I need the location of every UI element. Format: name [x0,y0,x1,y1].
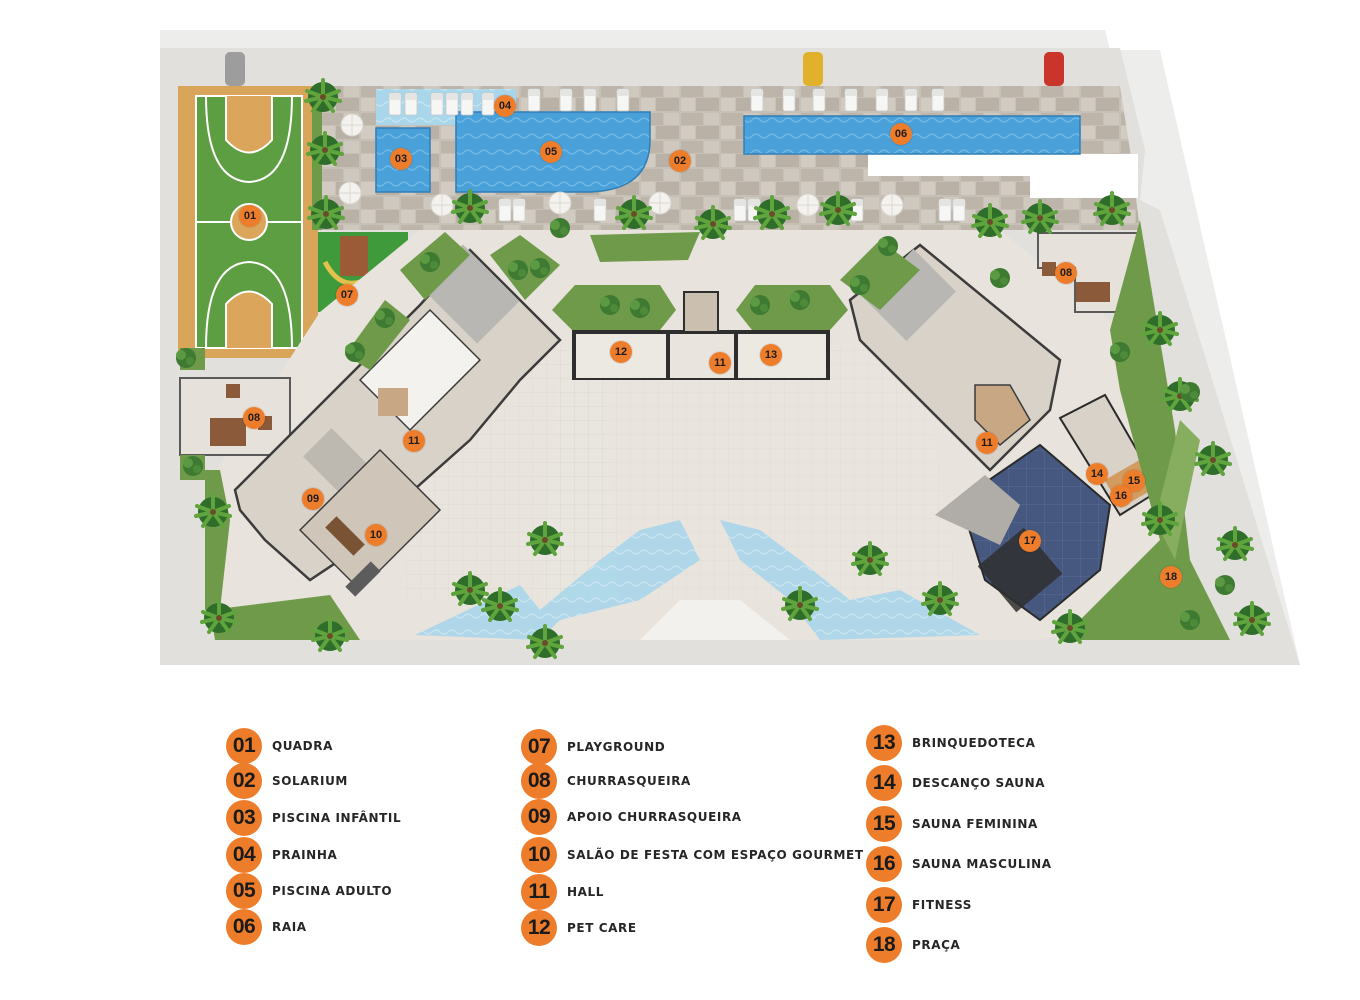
marker-sauna-feminina[interactable]: 15 [1123,470,1145,492]
marker-descanco-sauna[interactable]: 14 [1086,463,1108,485]
marker-hall-right[interactable]: 11 [976,432,998,454]
legend-label: HALL [567,885,605,899]
legend-label: PLAYGROUND [567,740,666,754]
legend-item-praca: 18 PRAÇA [866,927,960,963]
legend-item-descanco-sauna: 14 DESCANÇO SAUNA [866,765,1045,801]
site-plan [160,30,1300,665]
legend-item-brinquedoteca: 13 BRINQUEDOTECA [866,725,1035,761]
legend-number: 04 [226,837,262,873]
legend-number: 02 [226,763,262,799]
legend-number: 14 [866,765,902,801]
legend-number: 17 [866,887,902,923]
legend-item-sauna-masculina: 16 SAUNA MASCULINA [866,846,1052,882]
legend-label: SAUNA FEMININA [912,817,1038,831]
lower-pool-right [720,520,980,640]
marker-salao-de-festa[interactable]: 10 [365,524,387,546]
legend-label: SALÃO DE FESTA COM ESPAÇO GOURMET [567,848,864,862]
legend-number: 01 [226,728,262,764]
marker-apoio-churrasqueira[interactable]: 09 [302,488,324,510]
legend-label: APOIO CHURRASQUEIRA [567,810,742,824]
legend-number: 15 [866,806,902,842]
legend-label: FITNESS [912,898,973,912]
legend-label: RAIA [272,920,307,934]
marker-pet-care[interactable]: 12 [610,341,632,363]
legend-label: PRAINHA [272,848,338,862]
marker-churrasqueira-left[interactable]: 08 [243,407,265,429]
legend-number: 18 [866,927,902,963]
legend-label: SAUNA MASCULINA [912,857,1052,871]
marker-raia[interactable]: 06 [890,123,912,145]
legend-item-hall: 11 HALL [521,874,604,910]
legend-number: 05 [226,873,262,909]
legend-item-raia: 06 RAIA [226,909,307,945]
legend-item-piscina-adulto: 05 PISCINA ADULTO [226,873,392,909]
legend-item-churrasqueira: 08 CHURRASQUEIRA [521,763,691,799]
legend-label: PISCINA INFÂNTIL [272,811,402,825]
legend-number: 10 [521,837,557,873]
legend-item-salao-de-festa: 10 SALÃO DE FESTA COM ESPAÇO GOURMET [521,837,864,873]
marker-churrasqueira-right[interactable]: 08 [1055,262,1077,284]
marker-sauna-masculina[interactable]: 16 [1110,485,1132,507]
marker-playground[interactable]: 07 [336,284,358,306]
marker-solarium[interactable]: 02 [669,150,691,172]
parked-car [803,52,823,86]
marker-hall-left[interactable]: 11 [403,430,425,452]
legend-label: CHURRASQUEIRA [567,774,691,788]
legend-item-fitness: 17 FITNESS [866,887,972,923]
legend-item-solarium: 02 SOLARIUM [226,763,348,799]
legend-number: 09 [521,799,557,835]
legend-item-prainha: 04 PRAINHA [226,837,337,873]
legend-label: SOLARIUM [272,774,348,788]
marker-prainha[interactable]: 04 [494,95,516,117]
legend-label: QUADRA [272,739,333,753]
raia-pool [743,115,1081,155]
marker-praca[interactable]: 18 [1160,566,1182,588]
legend-number: 07 [521,729,557,765]
parked-car [1044,52,1064,86]
legend-label: PISCINA ADULTO [272,884,393,898]
marker-quadra[interactable]: 01 [239,205,261,227]
marker-piscina-infantil[interactable]: 03 [390,148,412,170]
legend-number: 16 [866,846,902,882]
legend-label: PRAÇA [912,938,961,952]
legend-number: 08 [521,763,557,799]
marker-piscina-adulto[interactable]: 05 [540,141,562,163]
legend-number: 12 [521,910,557,946]
legend-item-apoio-churrasqueira: 09 APOIO CHURRASQUEIRA [521,799,742,835]
legend-number: 11 [521,874,557,910]
legend-item-pet-care: 12 PET CARE [521,910,637,946]
legend-item-quadra: 01 QUADRA [226,728,333,764]
legend-item-playground: 07 PLAYGROUND [521,729,665,765]
marker-brinquedoteca[interactable]: 13 [760,344,782,366]
legend-number: 06 [226,909,262,945]
marker-hall-center[interactable]: 11 [709,352,731,374]
marker-fitness[interactable]: 17 [1019,530,1041,552]
legend-item-piscina-infantil: 03 PISCINA INFÂNTIL [226,800,401,836]
parked-car [225,52,245,86]
legend-label: PET CARE [567,921,637,935]
legend-label: BRINQUEDOTECA [912,736,1036,750]
legend-number: 03 [226,800,262,836]
legend-label: DESCANÇO SAUNA [912,776,1046,790]
legend-item-sauna-feminina: 15 SAUNA FEMININA [866,806,1038,842]
legend-number: 13 [866,725,902,761]
